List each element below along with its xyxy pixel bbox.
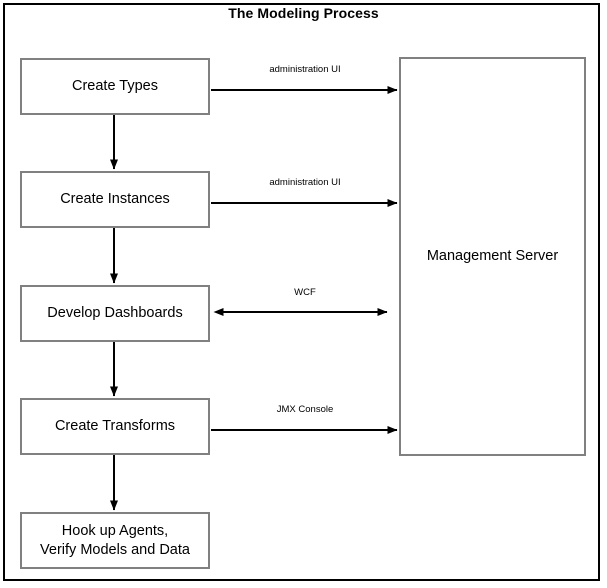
node-hook-up-agents-label: Hook up Agents, Verify Models and Data [40, 523, 190, 558]
node-hook-up-agents[interactable]: Hook up Agents, Verify Models and Data [20, 512, 210, 569]
node-create-types[interactable]: Create Types [20, 58, 210, 115]
node-develop-dashboards-label: Develop Dashboards [47, 305, 183, 322]
edge-label-jmx-console: JMX Console [276, 404, 334, 415]
node-create-transforms-label: Create Transforms [54, 418, 176, 435]
node-create-instances-label: Create Instances [60, 191, 170, 208]
node-create-transforms[interactable]: Create Transforms [20, 398, 210, 455]
node-management-server[interactable]: Management Server [399, 57, 586, 456]
page-title: The Modeling Process [228, 5, 379, 21]
node-create-instances[interactable]: Create Instances [20, 171, 210, 228]
node-create-types-label: Create Types [72, 78, 158, 95]
node-management-server-label: Management Server [426, 248, 559, 265]
edge-label-administration-ui-instances: administration UI [269, 177, 341, 188]
node-develop-dashboards[interactable]: Develop Dashboards [20, 285, 210, 342]
edge-label-wcf: WCF [294, 287, 316, 298]
edge-label-administration-ui-types: administration UI [269, 64, 341, 75]
